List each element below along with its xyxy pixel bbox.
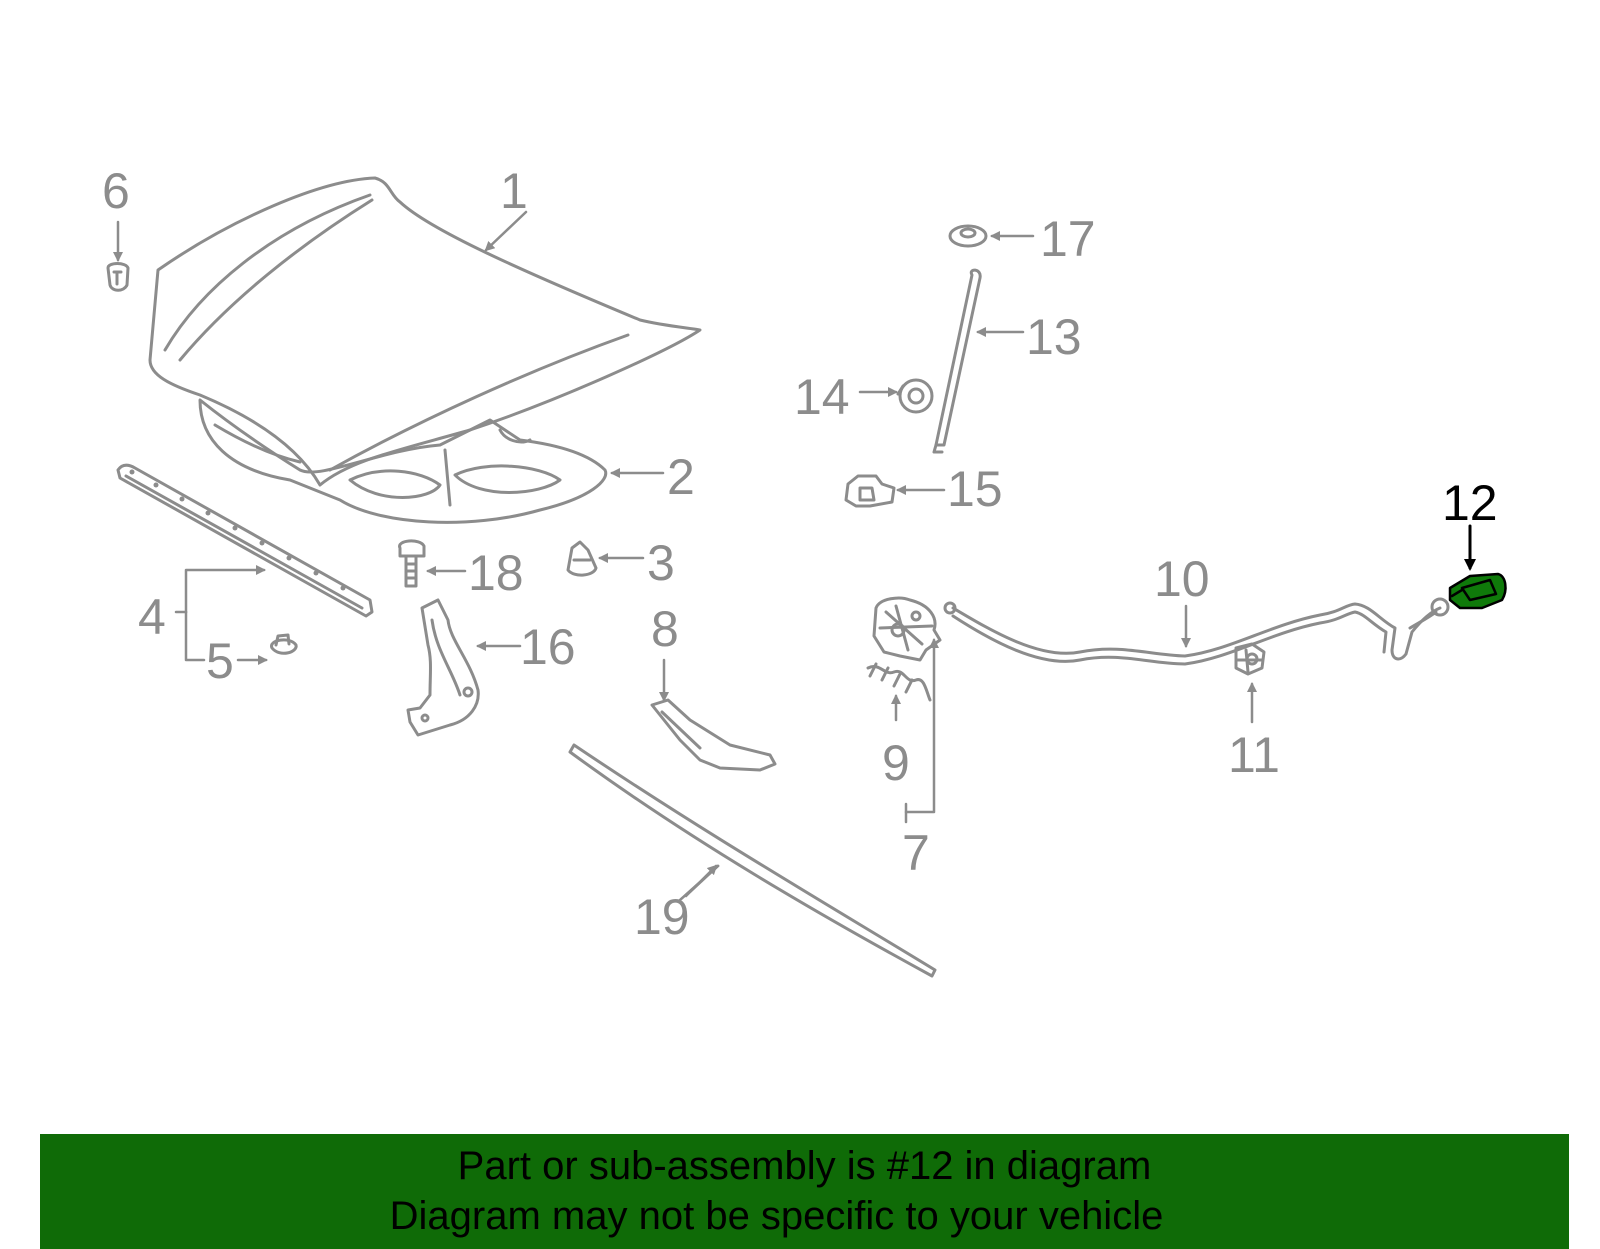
- seal-strip-4: [116, 463, 374, 618]
- hood-inner-panel: [198, 398, 608, 524]
- bracket-8: [650, 698, 777, 772]
- clip-5: [270, 633, 298, 655]
- callout-5: 5: [206, 633, 234, 689]
- callout-13: 13: [1026, 309, 1082, 365]
- callout-8: 8: [651, 601, 679, 657]
- prop-rod-13: [932, 268, 982, 454]
- info-banner: Part or sub-assembly is #12 in diagram D…: [40, 1134, 1569, 1249]
- callout-2: 2: [667, 449, 695, 505]
- callout-18: 18: [468, 545, 524, 601]
- grommet-14: [896, 378, 934, 414]
- bolt-18: [398, 539, 426, 588]
- callout-17: 17: [1040, 211, 1096, 267]
- hood-latch-7: [872, 596, 942, 662]
- molding-19: [568, 743, 937, 978]
- banner-line-2: Diagram may not be specific to your vehi…: [389, 1194, 1164, 1238]
- hinge-16: [406, 598, 480, 737]
- callout-16: 16: [520, 619, 576, 675]
- callout-1: 1: [500, 163, 528, 219]
- release-handle-12: [1448, 572, 1507, 610]
- callout-3: 3: [647, 535, 675, 591]
- callout-7: 7: [902, 825, 930, 881]
- callout-19: 19: [634, 889, 690, 945]
- hood-panel: [148, 176, 702, 487]
- callout-11: 11: [1228, 727, 1280, 783]
- clip-6: [106, 262, 130, 292]
- callout-4: 4: [138, 589, 166, 645]
- rod-holder-15: [844, 474, 896, 508]
- cable-clip-11: [1234, 642, 1266, 676]
- callout-14: 14: [794, 369, 850, 425]
- callout-15: 15: [947, 461, 1003, 517]
- banner-line-1: Part or sub-assembly is #12 in diagram: [457, 1144, 1152, 1188]
- clip-3: [566, 540, 598, 577]
- callout-6: 6: [102, 163, 130, 219]
- spring-9: [866, 662, 932, 702]
- cushion-17: [948, 224, 988, 248]
- leader-lines: [113, 210, 1257, 902]
- callout-10: 10: [1154, 551, 1210, 607]
- callout-9: 9: [882, 735, 910, 791]
- release-cable-10: [943, 597, 1450, 666]
- seal-strip-holes: [129, 469, 346, 591]
- callout-12: 12: [1442, 475, 1498, 531]
